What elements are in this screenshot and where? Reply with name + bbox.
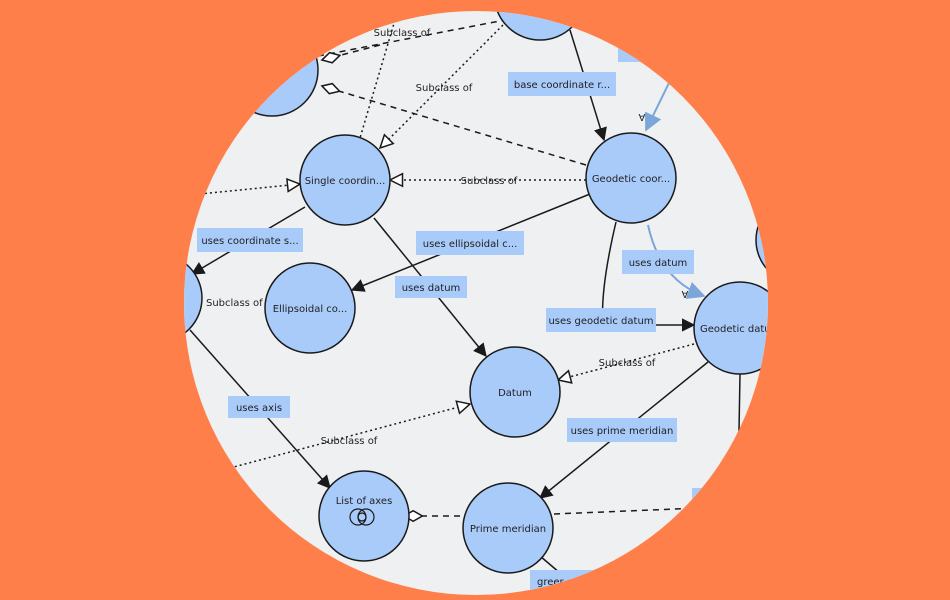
tag-label: base coordinate r... xyxy=(514,80,610,91)
edge-subclass-top[interactable] xyxy=(359,19,396,139)
subclass-label: Subclass of xyxy=(461,176,518,187)
arrow-label-a: A xyxy=(681,288,688,299)
tag-uses-prime-meridian[interactable]: uses prime meridian xyxy=(567,418,677,442)
arrow-label-a: A xyxy=(638,111,645,122)
tag-label: uses coordinate s... xyxy=(201,236,298,247)
edge-dashed-top[interactable] xyxy=(317,19,506,57)
node-label: List of axes xyxy=(336,496,393,507)
tag-uses-ellipsoidal[interactable]: uses ellipsoidal c... xyxy=(416,231,524,255)
tag-uses-axis[interactable]: uses axis xyxy=(228,396,290,418)
tag-uses-datum-left[interactable]: uses datum xyxy=(395,276,467,298)
node-top-left-partial[interactable] xyxy=(225,23,319,117)
tag-uses-geodetic-datum[interactable]: uses geodetic datum xyxy=(546,308,656,332)
subclass-label: Subclass of xyxy=(374,28,431,39)
edge-dashed-prime-meridian[interactable] xyxy=(553,507,701,515)
subclass-label: Subclass of xyxy=(206,298,263,309)
edge-subclass-datum[interactable] xyxy=(558,343,695,380)
node-label: Ellipsoidal co... xyxy=(273,304,348,315)
tag-label: greer xyxy=(537,577,565,588)
subclass-label: Subclass of xyxy=(599,358,656,369)
edge-text-labels: Subclass of Subclass of Subclass of Subc… xyxy=(206,28,688,447)
node-prime-meridian[interactable]: Prime meridian xyxy=(462,482,554,574)
node-label: Prime meridian xyxy=(470,524,546,535)
tag-label: uses prime meridian xyxy=(571,426,674,437)
tag-uses-coordinate-s[interactable]: uses coordinate s... xyxy=(197,228,303,252)
node-label: Single coordin... xyxy=(305,176,386,187)
tag-label: uses axis xyxy=(236,403,282,414)
node-datum[interactable]: Datum xyxy=(469,346,561,438)
node-label: Geodetic coor... xyxy=(592,174,670,185)
node-list-of-axes[interactable]: List of axes xyxy=(318,470,410,562)
node-left-partial[interactable] xyxy=(114,253,203,343)
subclass-label: Subclass of xyxy=(416,83,473,94)
node-ellipsoidal-coordinate[interactable]: Ellipsoidal co... xyxy=(264,262,356,354)
node-right-partial[interactable] xyxy=(755,195,844,285)
node-single-coordinate[interactable]: Single coordin... xyxy=(299,134,391,226)
tag-top-right-partial xyxy=(618,44,648,62)
tag-base-coordinate[interactable]: base coordinate r... xyxy=(508,72,616,96)
edge-dashed-top-diamond2[interactable] xyxy=(322,44,381,60)
tag-label: uses datum xyxy=(629,258,688,269)
tag-label: uses geodetic datum xyxy=(548,316,653,327)
node-geodetic-coordinate[interactable]: Geodetic coor... xyxy=(585,132,677,224)
subclass-label: Subclass of xyxy=(321,436,378,447)
tag-uses-datum-right[interactable]: uses datum xyxy=(622,250,694,274)
tag-label: uses ellipsoidal c... xyxy=(423,239,518,250)
edge-tags: base coordinate r... uses coordinate s..… xyxy=(197,72,694,592)
edge-subclass-top2[interactable] xyxy=(380,17,511,148)
node-label: Datum xyxy=(498,388,532,399)
edge-subclass-left-in[interactable] xyxy=(199,184,300,195)
tag-label: uses datum xyxy=(402,283,461,294)
edge-dashed-top-diamond[interactable] xyxy=(322,86,587,166)
edge-subclass-bottom[interactable] xyxy=(229,404,470,469)
node-geodetic-datum[interactable]: Geodetic datu xyxy=(693,281,786,375)
tag-bottom-partial[interactable]: greer xyxy=(530,570,600,592)
collection-icon xyxy=(349,508,375,526)
tag-right-partial xyxy=(692,488,732,506)
node-label: Geodetic datu xyxy=(700,324,771,335)
